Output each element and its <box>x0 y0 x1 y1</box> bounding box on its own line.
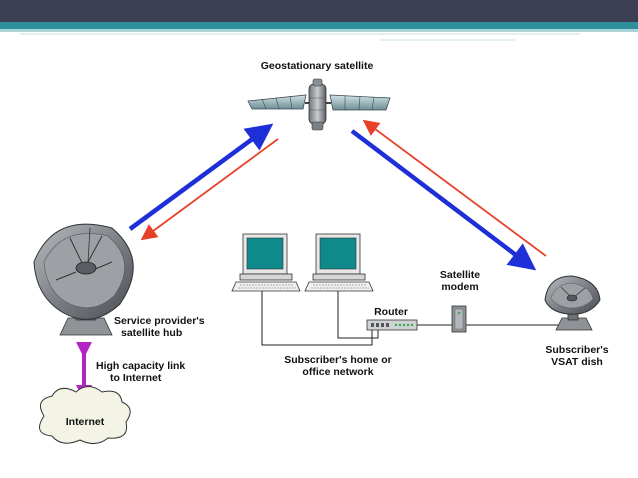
hub-dish-icon <box>33 223 134 336</box>
vsat-downlink-arrow <box>350 129 537 271</box>
vsat-dish-icon <box>544 275 601 331</box>
subscriber-network-label-line1: Subscriber's home or <box>284 354 392 366</box>
header-light-bar <box>0 29 638 32</box>
vsat-label-line1: Subscriber's <box>545 344 609 356</box>
vsat-uplink-arrow <box>362 119 547 257</box>
hub-label: Service provider's satellite hub <box>114 315 205 339</box>
satellite-modem-label-line2: modem <box>441 281 479 293</box>
satellite-modem-icon <box>451 305 467 333</box>
computer-2-icon <box>304 233 374 292</box>
header-teal-bar <box>0 22 638 29</box>
satellite-links <box>128 119 547 271</box>
router-label: Router <box>374 306 408 318</box>
internet-link-label-line1: High capacity link <box>96 360 186 372</box>
hub-label-line2: satellite hub <box>121 327 183 339</box>
satellite-modem-label-line1: Satellite <box>439 269 481 281</box>
header-dark-bar <box>0 0 638 22</box>
internet-label: Internet <box>65 416 105 428</box>
internet-link-label: High capacity link to Internet <box>96 360 185 384</box>
downlink-arrow <box>140 138 279 241</box>
router-icon <box>366 319 418 331</box>
satellite-icon <box>247 78 391 131</box>
vsat-label: Subscriber's VSAT dish <box>535 344 619 368</box>
hub-label-line1: Service provider's <box>114 315 205 327</box>
internet-link-label-line2: to Internet <box>110 372 162 384</box>
network-wiring <box>261 290 574 346</box>
satellite-modem-label: Satellite modem <box>425 269 495 293</box>
subscriber-network-label-line2: office network <box>302 366 374 378</box>
satellite-label: Geostationary satellite <box>260 60 374 72</box>
computer-1-icon <box>231 233 301 292</box>
uplink-arrow <box>128 123 274 231</box>
vsat-label-line2: VSAT dish <box>551 356 603 368</box>
subscriber-network-label: Subscriber's home or office network <box>268 354 408 378</box>
internet-cloud-icon <box>39 386 131 444</box>
header-bars <box>0 0 638 41</box>
